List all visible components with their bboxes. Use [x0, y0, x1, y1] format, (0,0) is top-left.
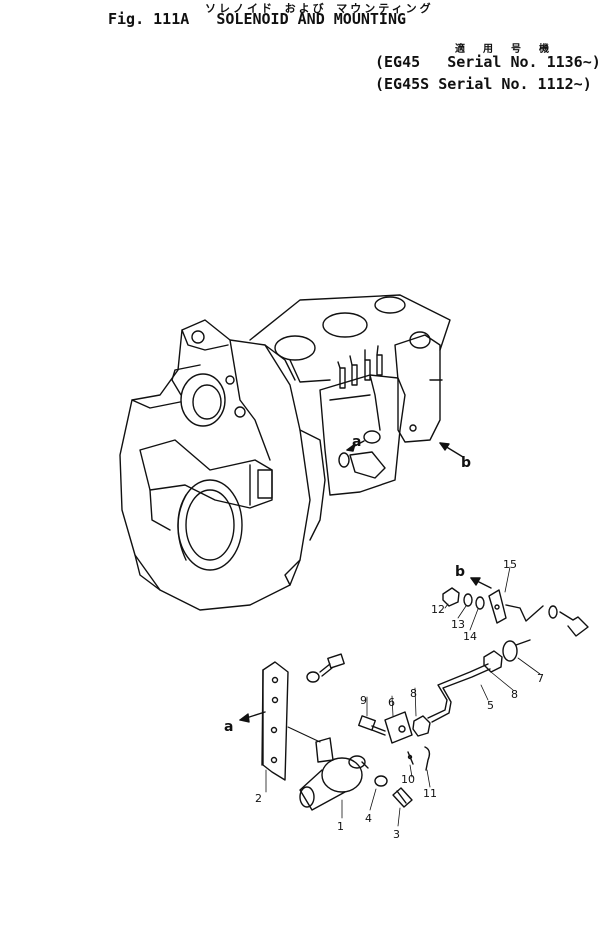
callout-7: 7 [537, 672, 544, 685]
callout-2: 2 [255, 792, 262, 805]
bracket-part-15 [488, 589, 544, 624]
view-arrow-bracket-a [239, 711, 266, 723]
callout-9: 9 [360, 694, 367, 707]
callout-14: 14 [463, 630, 477, 643]
callout-13: 13 [451, 618, 465, 631]
serial-range-eg45s: (EG45S Serial No. 1112~) [375, 75, 592, 93]
bolt-part-9 [358, 715, 386, 736]
ball-joint-part-7 [502, 639, 531, 662]
bracket-bolt [559, 611, 589, 637]
callout-3: 3 [393, 828, 400, 841]
nut-part-8-lower [412, 715, 431, 737]
figure-title: Fig. 111A SOLENOID AND MOUNTING [108, 10, 407, 28]
solenoid-part-1 [299, 737, 369, 811]
view-arrow-engine-a [346, 440, 365, 452]
bolt-part-3 [392, 787, 413, 808]
view-label-engine-a: a [352, 434, 361, 450]
cotter-pin-part-11 [424, 746, 431, 771]
view-arrow-bracket-b [470, 577, 492, 589]
callout-12: 12 [431, 603, 445, 616]
view-label-bracket-b: b [455, 564, 465, 580]
callout-numbers: 1 2 3 4 5 6 7 8 8 9 10 11 12 13 14 15 [255, 558, 544, 841]
leader-plate [287, 726, 321, 743]
callout-11: 11 [423, 787, 437, 800]
pin-part-10 [407, 751, 414, 765]
callout-8-upper: 8 [511, 688, 518, 701]
serial-range-eg45: (EG45 Serial No. 1136~) [375, 53, 601, 71]
title-japanese: ソレノイド および マウンティング [205, 2, 434, 15]
callout-15: 15 [503, 558, 517, 571]
washer-part-4 [374, 775, 388, 787]
nut-part-8-upper [483, 650, 503, 673]
view-label-engine-b: b [461, 455, 471, 471]
plate-bolt [306, 653, 345, 683]
callout-8-lower: 8 [410, 687, 417, 700]
lock-washer-part-13 [463, 593, 473, 607]
engine-assembly [119, 294, 451, 611]
control-rod-part-5 [427, 663, 491, 723]
callout-1: 1 [337, 820, 344, 833]
callout-4: 4 [365, 812, 372, 825]
washer-bracket [548, 605, 558, 619]
washer-part-14 [475, 596, 485, 610]
nut-part-12 [442, 587, 460, 607]
applicability-label: 適 用 号 機 [455, 44, 556, 55]
leader-lines [265, 566, 541, 827]
callout-10: 10 [401, 773, 415, 786]
view-arrow-engine-b [439, 442, 464, 458]
view-label-plate-a: a [224, 719, 233, 735]
mounting-plate-part-2 [261, 661, 289, 781]
callout-6: 6 [388, 696, 395, 709]
callout-5: 5 [487, 699, 494, 712]
clevis-part-6 [384, 711, 413, 744]
